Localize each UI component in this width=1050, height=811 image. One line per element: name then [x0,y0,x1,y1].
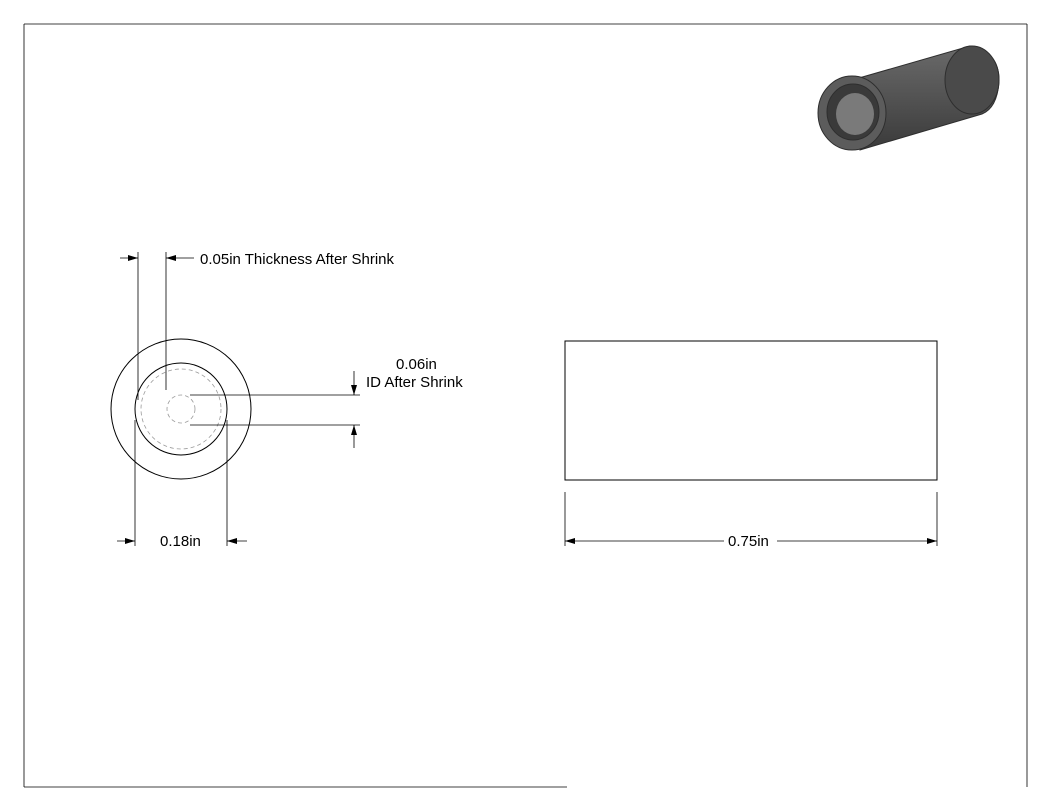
side-view [564,340,938,481]
thickness-label: 0.05in Thickness After Shrink [200,251,394,268]
tube-isometric-view [817,45,1000,151]
outer-diameter-label: 0.18in [160,533,201,550]
id-value-label: 0.06in [396,356,437,373]
inner-diameter-dimension [190,371,360,448]
end-view [110,338,252,480]
length-label: 0.75in [728,533,769,550]
length-dimension [564,492,938,546]
id-caption-label: ID After Shrink [366,374,463,391]
thickness-dimension [120,252,194,400]
drawing-border [23,23,1028,788]
outer-diameter-dimension [117,420,247,546]
